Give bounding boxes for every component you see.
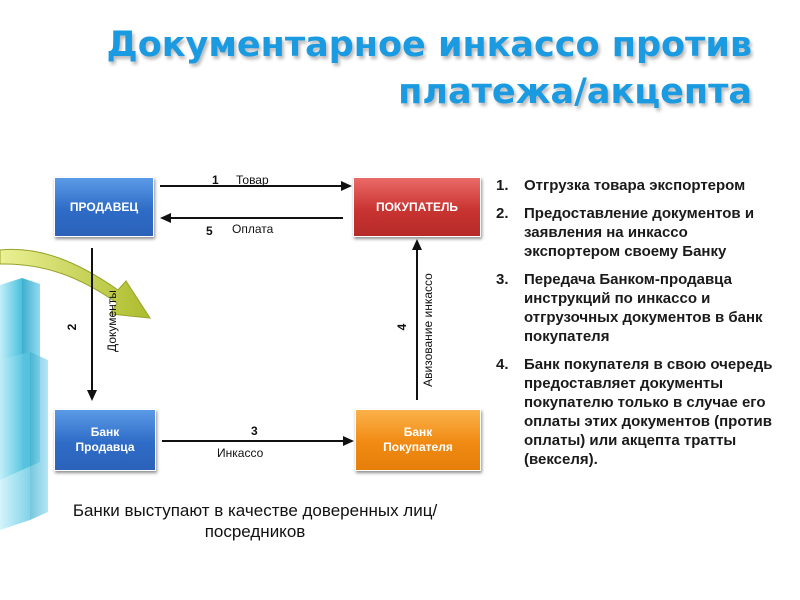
title-line-1: Документарное инкассо против bbox=[106, 25, 752, 65]
decorative-arrow bbox=[0, 248, 151, 319]
flow-3-number: 3 bbox=[251, 424, 258, 438]
step-number: 3. bbox=[496, 271, 509, 288]
step-item: 2. Предоставление документов и заявления… bbox=[496, 204, 786, 261]
step-number: 2. bbox=[496, 205, 509, 222]
step-text: Отгрузка товара экспортером bbox=[524, 177, 746, 194]
flow-5-number: 5 bbox=[206, 224, 213, 238]
step-number: 1. bbox=[496, 177, 509, 194]
arrow-seller-to-seller-bank bbox=[87, 248, 97, 401]
flow-2-label: Документы bbox=[105, 290, 119, 352]
step-number: 4. bbox=[496, 356, 509, 373]
flow-2-number: 2 bbox=[65, 323, 79, 331]
title-line-2: платежа/акцепта bbox=[398, 72, 752, 112]
flow-4-number: 4 bbox=[395, 323, 409, 331]
buyer-box: ПОКУПАТЕЛЬ bbox=[353, 177, 481, 237]
steps-list: 1. Отгрузка товара экспортером 2. Предос… bbox=[496, 176, 786, 478]
step-text: Банк покупателя в свою очередь предостав… bbox=[524, 356, 773, 468]
arrow-seller-to-buyer bbox=[160, 181, 352, 191]
step-text: Передача Банком-продавца инструкций по и… bbox=[524, 271, 763, 345]
flow-5-label: Оплата bbox=[232, 222, 274, 236]
step-item: 1. Отгрузка товара экспортером bbox=[496, 176, 786, 195]
flow-4-label: Авизование инкассо bbox=[421, 273, 435, 387]
seller-box: ПРОДАВЕЦ bbox=[54, 177, 154, 237]
arrow-buyer-to-seller bbox=[160, 213, 343, 223]
flow-1-number: 1 bbox=[212, 173, 219, 187]
buyer-bank-box: Банк Покупателя bbox=[355, 409, 481, 471]
step-text: Предоставление документов и заявления на… bbox=[524, 205, 755, 260]
step-item: 3. Передача Банком-продавца инструкций п… bbox=[496, 270, 786, 346]
flow-1-label: Товар bbox=[236, 173, 269, 187]
banks-note: Банки выступают в качестве доверенных ли… bbox=[72, 501, 438, 541]
step-item: 4. Банк покупателя в свою очередь предос… bbox=[496, 355, 786, 469]
seller-bank-box: Банк Продавца bbox=[54, 409, 156, 471]
flow-3-label: Инкассо bbox=[217, 446, 264, 460]
arrow-seller-bank-to-buyer-bank bbox=[162, 436, 354, 446]
flow-arrows bbox=[87, 181, 422, 446]
page-title: Документарное инкассо против платежа/акц… bbox=[52, 22, 752, 116]
arrow-buyer-bank-to-buyer bbox=[412, 239, 422, 400]
decorative-bars bbox=[0, 278, 48, 530]
